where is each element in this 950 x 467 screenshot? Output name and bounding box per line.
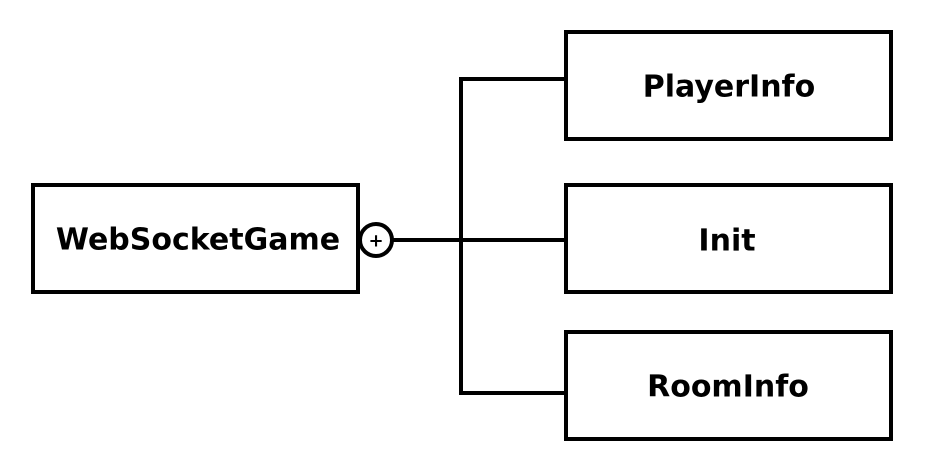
child-node-init: Init xyxy=(564,183,893,294)
child-node-box xyxy=(564,183,893,294)
child-node-box xyxy=(564,30,893,141)
root-node-label: WebSocketGame xyxy=(56,223,340,258)
nesting-plus-symbol: + xyxy=(368,231,383,252)
nesting-connector: + xyxy=(358,222,394,258)
child-node-roominfo: RoomInfo xyxy=(564,330,893,441)
child-node-playerinfo: PlayerInfo xyxy=(564,30,893,141)
child-node-box xyxy=(564,330,893,441)
root-node-box xyxy=(31,183,360,294)
child-node-label: RoomInfo xyxy=(647,370,809,405)
connector-lines xyxy=(392,77,566,395)
root-node: WebSocketGame xyxy=(31,183,360,294)
child-node-label: PlayerInfo xyxy=(643,70,815,105)
child-node-label: Init xyxy=(698,224,755,259)
